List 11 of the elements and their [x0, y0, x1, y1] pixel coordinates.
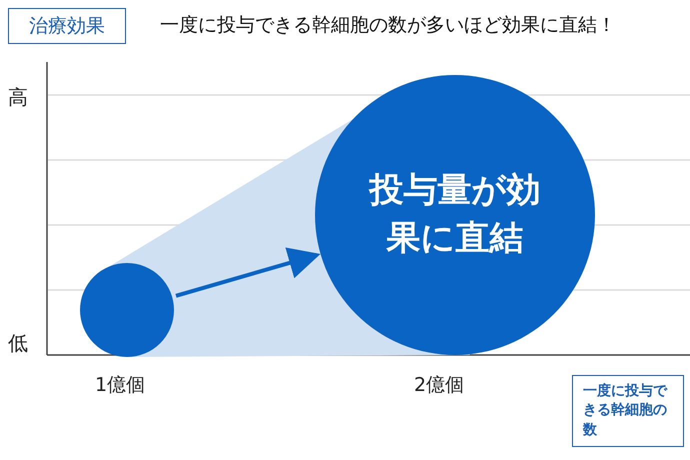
axis-title-box — [8, 8, 126, 44]
axis-title: 治療効果 — [29, 14, 105, 39]
axis-title: 一度に投与できる幹細胞の数 — [583, 382, 668, 440]
tick-label: 1億個 — [95, 373, 146, 398]
axis-label: 高 — [8, 84, 28, 111]
axis-label: 低 — [8, 330, 28, 357]
arrow — [175, 247, 321, 298]
axis-title-box — [572, 375, 684, 447]
tick-label: 2億個 — [414, 373, 464, 398]
circle-text: 投与量が効果に直結 — [368, 169, 542, 260]
headline: 一度に投与できる幹細胞の数が多いほど効果に直結！ — [160, 13, 616, 38]
